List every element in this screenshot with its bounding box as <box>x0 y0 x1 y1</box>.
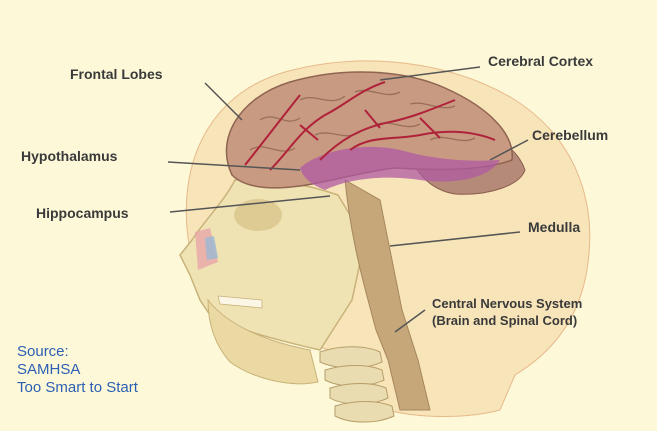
label-cns-line2: (Brain and Spinal Cord) <box>432 313 577 329</box>
source-line-3: Too Smart to Start <box>17 379 138 397</box>
label-hippocampus: Hippocampus <box>36 205 129 222</box>
label-hypothalamus: Hypothalamus <box>21 148 117 165</box>
source-line-2: SAMHSA <box>17 361 138 379</box>
source-line-1: Source: <box>17 343 138 361</box>
label-cns-line1: Central Nervous System <box>432 296 582 312</box>
label-cerebral-cortex: Cerebral Cortex <box>488 53 593 70</box>
label-cerebellum: Cerebellum <box>532 127 608 144</box>
source-credit: Source: SAMHSA Too Smart to Start <box>17 343 138 397</box>
label-frontal-lobes: Frontal Lobes <box>70 66 163 83</box>
label-medulla: Medulla <box>528 219 580 236</box>
